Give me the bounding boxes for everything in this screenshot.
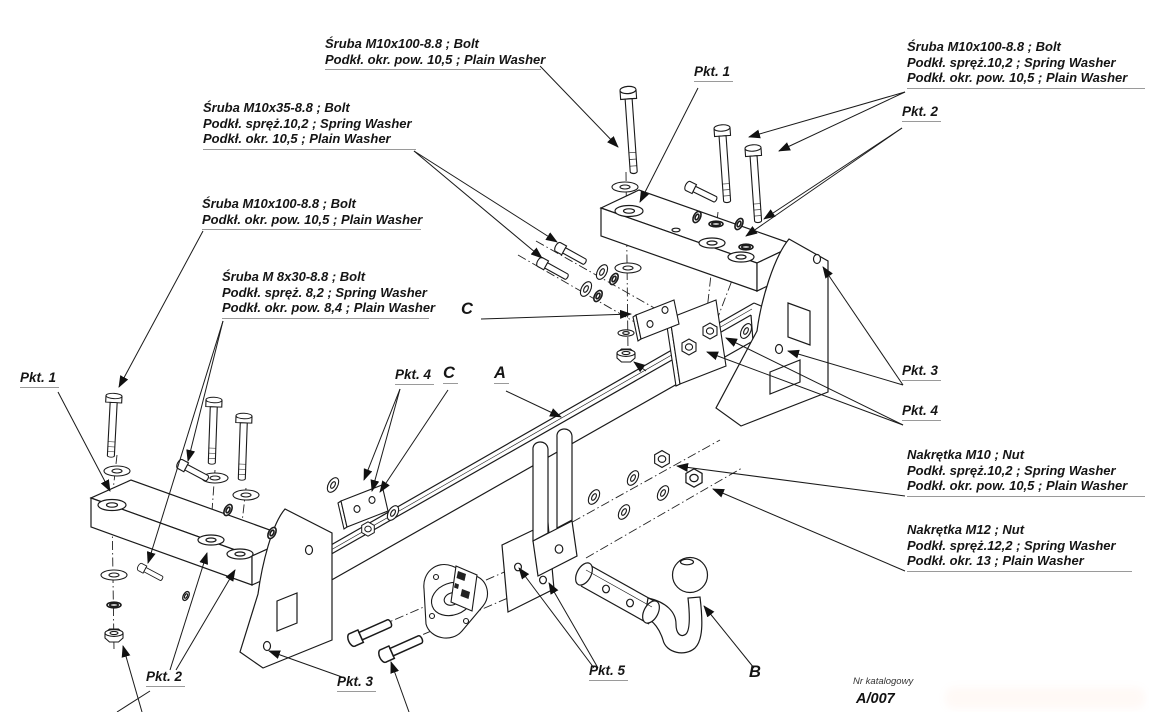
- callout-line: Podkł. okr. pow. 10,5 ; Plain Washer: [907, 70, 1128, 86]
- spring-washer: [221, 502, 235, 518]
- plain-washer: [577, 279, 595, 299]
- spring-washer: [607, 271, 621, 287]
- leader-lines: [57, 65, 906, 712]
- callout-line: Podkł. spręż.10,2 ; Spring Washer: [203, 115, 412, 131]
- bolt: [233, 412, 253, 482]
- label-pkt4-center: Pkt. 4: [395, 367, 435, 385]
- callout-line: Podkł. spręż.10,2 ; Spring Washer: [907, 54, 1116, 70]
- callout-line: Podkł. okr. pow. 10,5 ; Plain Washer: [202, 211, 423, 227]
- callout-line: Podkł. spręż.10,2 ; Spring Washer: [907, 462, 1116, 478]
- bolt-small: [135, 562, 165, 583]
- callout-line: Podkł. spręż. 8,2 ; Spring Washer: [222, 284, 427, 300]
- spring-washer: [106, 601, 122, 609]
- plain-washer: [593, 262, 611, 282]
- bolt-head: [361, 521, 375, 537]
- callout-bolt-m8x30: Śruba M 8x30-8.8 ; Bolt Podkł. spręż. 8,…: [222, 269, 436, 319]
- bolt: [744, 143, 767, 224]
- callout-line: Podkł. okr. 10,5 ; Plain Washer: [203, 131, 391, 147]
- plain-washer: [615, 502, 633, 522]
- catalog-caption: Nr katalogowy: [853, 676, 914, 687]
- bolt: [619, 85, 643, 175]
- callout-bolt-m10x35: Śruba M10x35-8.8 ; Bolt Podkł. spręż.10,…: [203, 100, 416, 150]
- spring-washer: [738, 243, 754, 251]
- bolt-small: [345, 615, 395, 649]
- callout-line: Podkł. okr. pow. 8,4 ; Plain Washer: [222, 300, 436, 316]
- plain-washer: [614, 262, 642, 274]
- spring-washer: [180, 589, 192, 603]
- label-pkt4-right: Pkt. 4: [902, 403, 942, 421]
- callout-line: Podkł. okr. 13 ; Plain Washer: [907, 553, 1084, 569]
- label-part-a: A: [494, 365, 509, 384]
- bolt-small: [174, 457, 211, 484]
- nut: [685, 468, 703, 488]
- callout-bolt-m10x100-left: Śruba M10x100-8.8 ; Bolt Podkł. okr. pow…: [202, 196, 423, 231]
- callout-line: Nakrętka M10 ; Nut: [907, 447, 1025, 462]
- bolt: [102, 392, 123, 459]
- tow-ball: [575, 556, 709, 654]
- bolt-small: [682, 179, 720, 205]
- label-pkt2-bottom: Pkt. 2: [146, 669, 186, 687]
- plain-washer: [624, 468, 642, 488]
- callout-line: Nakrętka M12 ; Nut: [907, 522, 1025, 537]
- spring-washer: [591, 288, 605, 304]
- plain-washer: [103, 465, 131, 477]
- nut: [616, 348, 636, 363]
- label-pkt3-bottom: Pkt. 3: [337, 674, 377, 692]
- callout-line: Podkł. okr. pow. 10,5 ; Plain Washer: [907, 478, 1128, 494]
- right-side-member: [599, 189, 829, 427]
- plain-washer: [324, 475, 342, 495]
- bolt-small: [552, 240, 589, 268]
- plain-washer: [654, 483, 672, 503]
- plain-washer: [585, 487, 603, 507]
- bolt-small: [376, 631, 426, 665]
- bolt: [203, 396, 223, 466]
- bolt: [713, 123, 736, 204]
- bolt-small: [534, 255, 571, 283]
- callout-line: Śruba M10x100-8.8 ; Bolt: [325, 36, 479, 51]
- label-pkt5-bottom: Pkt. 5: [589, 663, 629, 681]
- callout-line: Podkł. okr. pow. 10,5 ; Plain Washer: [325, 51, 546, 67]
- callout-bolt-top-center: Śruba M10x100-8.8 ; Bolt Podkł. okr. pow…: [325, 36, 546, 71]
- spring-washer: [708, 220, 724, 228]
- label-part-b: B: [749, 663, 761, 681]
- callout-nut-m10: Nakrętka M10 ; Nut Podkł. spręż.10,2 ; S…: [907, 447, 1145, 497]
- label-part-c-center: C: [461, 300, 473, 318]
- center-brackets: [337, 299, 727, 530]
- socket-plate: [423, 564, 489, 639]
- label-pkt1-left: Pkt. 1: [20, 370, 60, 388]
- callout-line: Śruba M10x100-8.8 ; Bolt: [202, 196, 356, 211]
- label-part-c-mid: C: [443, 365, 458, 384]
- plain-washer: [617, 329, 635, 337]
- nut: [681, 338, 697, 356]
- catalog-number: A/007: [856, 691, 895, 707]
- callout-line: Śruba M10x100-8.8 ; Bolt: [907, 39, 1061, 54]
- plain-washer: [611, 181, 639, 193]
- nut: [654, 450, 670, 468]
- plain-washer: [100, 569, 128, 581]
- label-pkt3-right: Pkt. 3: [902, 363, 942, 381]
- ball-mount-bracket: [501, 428, 578, 613]
- callout-line: Śruba M10x35-8.8 ; Bolt: [203, 100, 350, 115]
- callout-line: Podkł. spręż.12,2 ; Spring Washer: [907, 537, 1116, 553]
- plain-washer: [232, 489, 260, 501]
- left-side-member: [89, 479, 333, 669]
- label-pkt1-top: Pkt. 1: [694, 64, 734, 82]
- nut: [104, 628, 124, 643]
- nut: [702, 322, 718, 340]
- callout-nut-m12: Nakrętka M12 ; Nut Podkł. spręż.12,2 ; S…: [907, 522, 1132, 572]
- callout-bolt-top-right: Śruba M10x100-8.8 ; Bolt Podkł. spręż.10…: [907, 39, 1145, 89]
- callout-line: Śruba M 8x30-8.8 ; Bolt: [222, 269, 366, 284]
- label-pkt2-right: Pkt. 2: [902, 104, 942, 122]
- watermark: [945, 687, 1145, 709]
